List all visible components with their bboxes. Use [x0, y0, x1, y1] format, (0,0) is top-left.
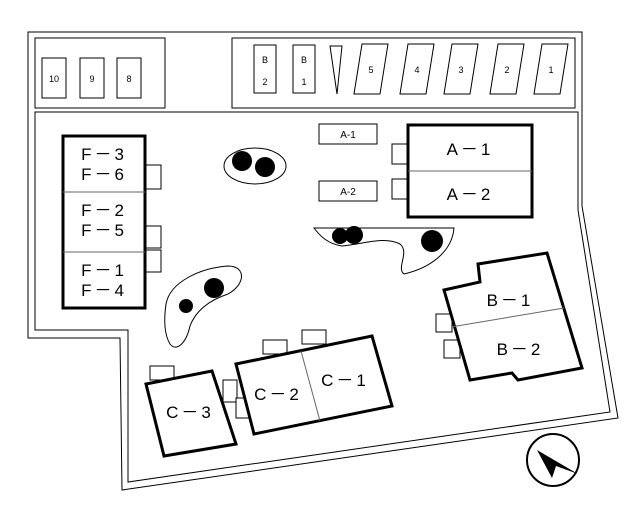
- unit-label-f4: F－4: [81, 281, 127, 300]
- tree-icon: [421, 230, 443, 252]
- site-boundary-outer: [27, 31, 619, 491]
- svg-text:A-1: A-1: [340, 130, 356, 141]
- parking-space-1[interactable]: 1: [533, 43, 569, 95]
- parking-space-label: 2: [262, 77, 267, 87]
- building-f[interactable]: F－3 F－6 F－2 F－5 F－1 F－4: [61, 134, 162, 310]
- parking-space-label: 5: [368, 65, 373, 75]
- tree-icon: [179, 299, 193, 313]
- parking-space-4[interactable]: 4: [399, 43, 435, 95]
- parking-space-label: 9: [89, 74, 94, 84]
- parking-space-label: 1: [548, 65, 553, 75]
- parking-space-label: B: [262, 55, 268, 65]
- unit-label-c1: C－1: [321, 371, 369, 390]
- parking-space-label: 2: [504, 65, 509, 75]
- parking-space-5[interactable]: 5: [353, 43, 389, 95]
- building-c-1-2[interactable]: C－2 C－1: [222, 329, 394, 436]
- parking-space-b1[interactable]: B 1: [292, 44, 316, 94]
- unit-label-f1: F－1: [81, 261, 127, 280]
- parking-space-label: 4: [414, 65, 419, 75]
- parking-space-b2[interactable]: B 2: [253, 44, 277, 94]
- parking-space-9[interactable]: 9: [79, 57, 105, 99]
- parking-area-left: [34, 37, 166, 109]
- parking-space-10[interactable]: 10: [41, 57, 67, 99]
- tree-icon: [255, 157, 275, 177]
- parking-space-label: B: [301, 55, 307, 65]
- parking-space-3[interactable]: 3: [443, 43, 479, 95]
- building-c-3[interactable]: C－3: [144, 365, 238, 458]
- parking-area-top: [231, 37, 576, 109]
- unit-label-f3: F－3: [81, 145, 127, 164]
- building-a[interactable]: A－1 A－2: [391, 123, 534, 219]
- unit-label-c2: C－2: [254, 385, 302, 404]
- unit-label-b1: B－1: [487, 291, 534, 310]
- site-boundary-inner: [34, 111, 611, 483]
- garden-bed-left: [164, 265, 242, 348]
- unit-label-a1: A－1: [447, 140, 494, 159]
- garden-bed-center: [312, 226, 455, 275]
- sign-a1: A-1: [318, 123, 378, 145]
- tree-icon: [345, 226, 363, 244]
- unit-label-a2: A－2: [447, 185, 494, 204]
- parking-space-label: 3: [458, 65, 463, 75]
- parking-space-label: 10: [49, 74, 59, 84]
- unit-label-f2: F－2: [81, 201, 127, 220]
- north-arrow-icon: [526, 433, 580, 487]
- unit-label-c3: C－3: [166, 403, 214, 422]
- parking-space-label: 8: [126, 74, 131, 84]
- parking-divider-wedge: [329, 45, 343, 95]
- tree-icon: [232, 151, 252, 171]
- unit-label-f6: F－6: [81, 165, 127, 184]
- garden-bed-top: [223, 147, 287, 185]
- building-b[interactable]: B－1 B－2: [435, 251, 584, 382]
- parking-space-label: 1: [301, 77, 306, 87]
- unit-label-f5: F－5: [81, 221, 127, 240]
- parking-space-2[interactable]: 2: [489, 43, 525, 95]
- tree-icon: [332, 228, 348, 244]
- parking-space-8[interactable]: 8: [116, 57, 142, 99]
- tree-icon: [204, 278, 224, 298]
- svg-text:A-2: A-2: [340, 187, 356, 198]
- unit-label-b2: B－2: [497, 340, 544, 359]
- sign-a2: A-2: [318, 180, 378, 202]
